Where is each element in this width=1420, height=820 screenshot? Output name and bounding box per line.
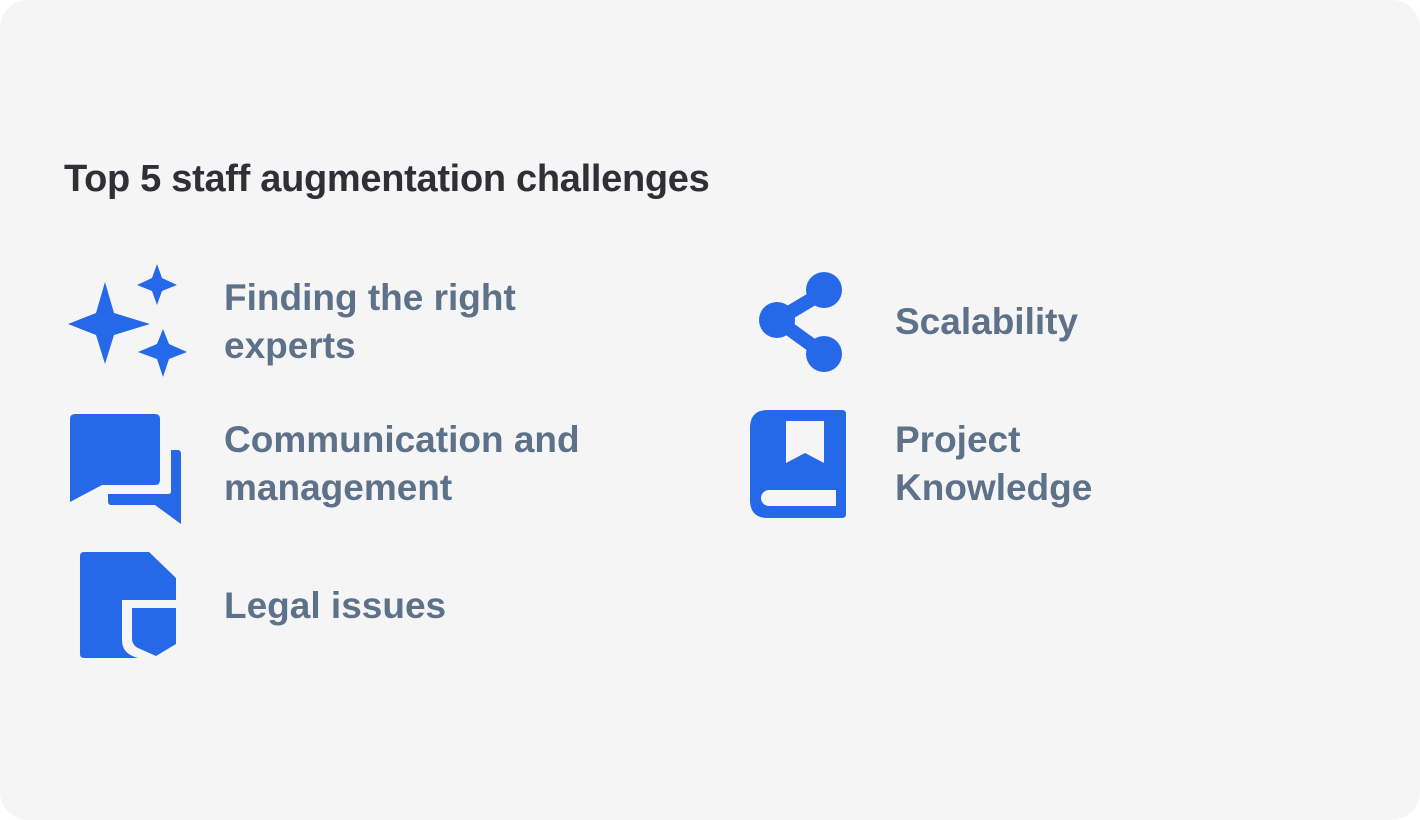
chat-bubbles-icon bbox=[70, 414, 181, 524]
share-icon bbox=[759, 272, 842, 372]
sparkles-icon bbox=[68, 264, 187, 377]
challenge-label: Project Knowledge bbox=[895, 419, 1093, 508]
challenge-label: Finding the right experts bbox=[224, 277, 516, 366]
challenge-label: Legal issues bbox=[224, 585, 447, 626]
book-bookmark-icon bbox=[750, 410, 846, 518]
page-title: Top 5 staff augmentation challenges bbox=[64, 158, 710, 200]
document-shield-icon bbox=[80, 552, 176, 658]
challenge-label: Scalability bbox=[895, 301, 1079, 342]
challenge-label: Communication and management bbox=[224, 419, 580, 508]
